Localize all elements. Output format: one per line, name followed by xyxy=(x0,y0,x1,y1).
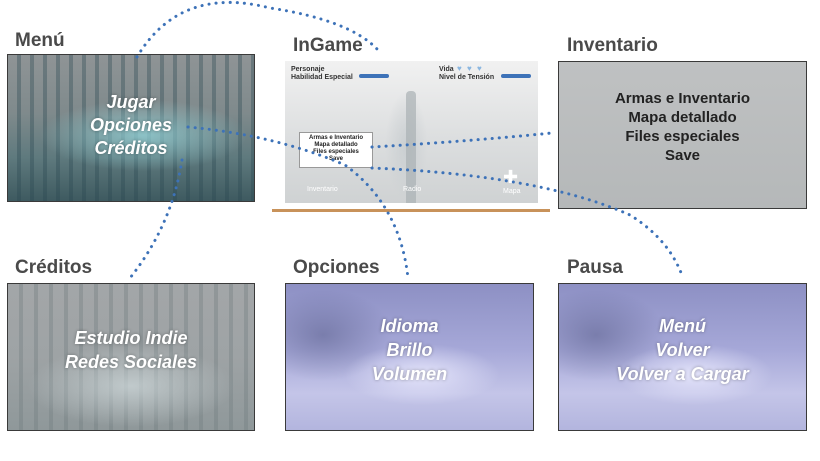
heart-icon: ♥ xyxy=(457,64,462,73)
opciones-screen: Idioma Brillo Volumen xyxy=(285,283,534,431)
habilidad-bar xyxy=(359,74,389,78)
menu-item-creditos[interactable]: Créditos xyxy=(94,138,168,158)
pausa-item-volver[interactable]: Volver xyxy=(655,340,710,360)
hud-vida: Vida xyxy=(439,66,454,73)
heart-icon: ♥ xyxy=(477,64,482,73)
inventario-item-armas[interactable]: Armas e Inventario xyxy=(614,90,751,107)
ingame-title: InGame xyxy=(293,35,363,56)
tab-inventario[interactable]: Inventario xyxy=(307,186,338,193)
inventario-screen: Armas e Inventario Mapa detallado Files … xyxy=(558,61,807,209)
ingame-inventory-popup: Armas e Inventario Mapa detallado Files … xyxy=(299,132,373,168)
pausa-item-menu[interactable]: Menú xyxy=(659,316,706,336)
popup-item-mapa[interactable]: Mapa detallado xyxy=(314,142,358,148)
inventario-item-save[interactable]: Save xyxy=(664,147,701,164)
hud-habilidad: Habilidad Especial xyxy=(291,74,353,81)
popup-item-save[interactable]: Save xyxy=(328,156,343,162)
heart-icon: ♥ xyxy=(467,64,472,73)
creditos-screen: Estudio Indie Redes Sociales xyxy=(7,283,255,431)
ingame-divider xyxy=(272,209,550,212)
menu-item-jugar[interactable]: Jugar xyxy=(106,92,156,112)
pausa-title: Pausa xyxy=(567,257,623,278)
menu-options: Jugar Opciones Créditos xyxy=(8,91,254,160)
creditos-title: Créditos xyxy=(15,257,93,278)
tab-mapa[interactable]: Mapa xyxy=(503,188,521,195)
pausa-screen: Menú Volver Volver a Cargar xyxy=(558,283,807,431)
creditos-item-redes[interactable]: Redes Sociales xyxy=(64,352,198,372)
opciones-item-volumen[interactable]: Volumen xyxy=(371,364,448,384)
inventario-item-files[interactable]: Files especiales xyxy=(625,128,740,145)
tension-bar xyxy=(501,74,531,78)
opciones-item-brillo[interactable]: Brillo xyxy=(386,340,433,360)
creditos-item-estudio[interactable]: Estudio Indie xyxy=(74,328,188,348)
inventario-item-mapa[interactable]: Mapa detallado xyxy=(628,109,737,126)
popup-item-files[interactable]: Files especiales xyxy=(313,149,359,155)
opciones-items: Idioma Brillo Volumen xyxy=(286,314,533,386)
hud-tension: Nivel de Tensión xyxy=(439,74,495,81)
menu-title: Menú xyxy=(15,30,65,51)
inventario-items: Armas e Inventario Mapa detallado Files … xyxy=(559,89,806,165)
ingame-screen: Personaje Habilidad Especial Vida ♥ ♥ ♥ … xyxy=(285,61,538,203)
tab-radio[interactable]: Radio xyxy=(403,186,422,193)
inventario-title: Inventario xyxy=(567,35,658,56)
opciones-item-idioma[interactable]: Idioma xyxy=(380,316,439,336)
menu-item-opciones[interactable]: Opciones xyxy=(89,115,173,135)
opciones-title: Opciones xyxy=(293,257,380,278)
menu-screen: Jugar Opciones Créditos xyxy=(7,54,255,202)
popup-item-armas[interactable]: Armas e Inventario xyxy=(308,135,364,141)
creditos-items: Estudio Indie Redes Sociales xyxy=(8,326,254,374)
plus-icon: ✚ xyxy=(503,167,519,187)
pausa-items: Menú Volver Volver a Cargar xyxy=(559,314,806,386)
hud-personaje: Personaje xyxy=(291,66,325,73)
pausa-item-cargar[interactable]: Volver a Cargar xyxy=(616,364,749,384)
